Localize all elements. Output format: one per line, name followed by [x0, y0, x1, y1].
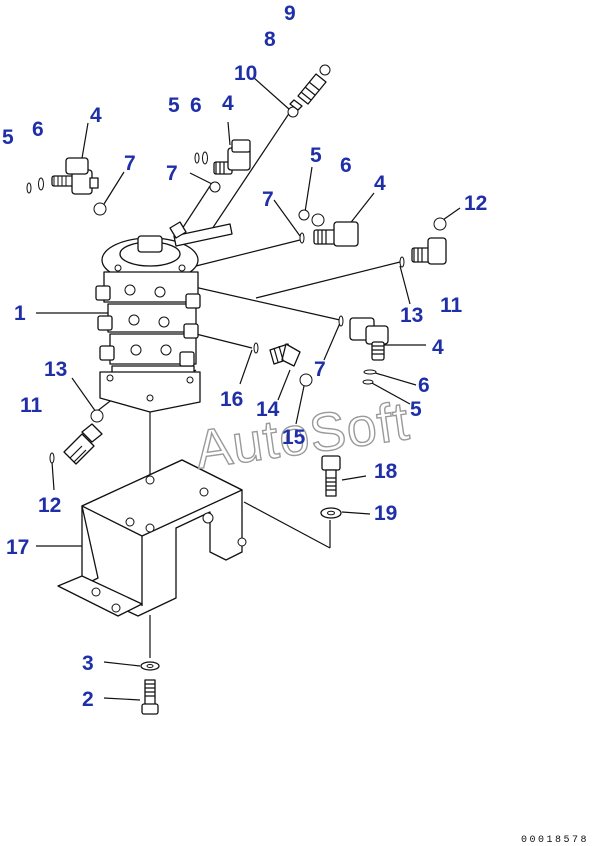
- callout-9: 9: [284, 2, 296, 25]
- callout-7c: 7: [262, 188, 274, 211]
- callout-16: 16: [220, 388, 243, 411]
- bracket-17-icon: [57, 459, 247, 617]
- elbow-fitting-4c-icon: [313, 221, 359, 247]
- callout-15: 15: [282, 426, 306, 449]
- nipple-8-icon: [289, 73, 327, 111]
- callout-4c: 4: [374, 172, 386, 195]
- oring-7c-icon: [299, 232, 305, 244]
- ball-12a-icon: [433, 217, 447, 231]
- valve-assembly-icon: [95, 221, 233, 413]
- oring-6b-icon: [202, 151, 208, 165]
- callout-14: 14: [256, 398, 280, 421]
- callout-4d: 4: [432, 336, 444, 359]
- ball-9-icon: [319, 64, 331, 76]
- callout-6b: 6: [190, 94, 202, 117]
- callout-7a: 7: [124, 152, 136, 175]
- callouts: 1 2 3 4 4 4 4 5 5 5 5 6 6 6 6 7 7 7 7 8 …: [2, 2, 487, 711]
- oring-13a-icon: [399, 256, 405, 268]
- document-number: 00018578: [521, 835, 589, 846]
- callout-5a: 5: [2, 126, 14, 149]
- callout-13a: 13: [400, 304, 423, 327]
- oring-5b-icon: [194, 152, 200, 164]
- callout-7d: 7: [314, 358, 326, 381]
- ball-7b-icon: [209, 181, 221, 193]
- callout-13b: 13: [44, 358, 67, 381]
- elbow-fitting-4b-icon: [213, 139, 251, 175]
- callout-4a: 4: [90, 104, 102, 127]
- elbow-fitting-11a-icon: [411, 237, 447, 265]
- oring-12b-icon: [49, 452, 55, 464]
- callout-6a: 6: [32, 118, 44, 141]
- ball-6c-icon: [311, 213, 325, 227]
- callout-8: 8: [264, 28, 276, 51]
- elbow-fitting-14-icon: [269, 343, 301, 367]
- fasteners: [140, 455, 342, 715]
- callout-11b: 11: [20, 394, 43, 417]
- callout-18: 18: [374, 460, 398, 483]
- ball-5c-icon: [298, 209, 310, 221]
- ball-13b-icon: [90, 409, 104, 423]
- bolt-18-icon: [321, 455, 341, 497]
- callout-6c: 6: [340, 154, 352, 177]
- ball-7a-icon: [93, 202, 107, 216]
- elbow-fitting-4a-icon: [51, 157, 99, 195]
- callout-5b: 5: [168, 94, 180, 117]
- callout-19: 19: [374, 502, 397, 525]
- oring-5d-icon: [362, 379, 374, 385]
- callout-10: 10: [234, 62, 257, 85]
- elbow-fitting-11b-icon: [63, 423, 103, 465]
- callout-4b: 4: [222, 92, 234, 115]
- oring-6d-icon: [363, 369, 377, 375]
- callout-1: 1: [14, 302, 26, 325]
- callout-12a: 12: [464, 192, 487, 215]
- callout-2: 2: [82, 688, 94, 711]
- ball-15-icon: [299, 373, 313, 387]
- callout-5c: 5: [310, 144, 322, 167]
- fittings: [51, 73, 447, 465]
- callout-5d: 5: [410, 398, 422, 421]
- callout-17: 17: [6, 536, 29, 559]
- callout-6d: 6: [418, 374, 430, 397]
- oring-7d-icon: [338, 315, 344, 327]
- oring-16-icon: [253, 342, 259, 354]
- elbow-fitting-4d-icon: [349, 317, 389, 361]
- bolt-2-icon: [141, 679, 159, 715]
- callout-12b: 12: [38, 494, 61, 517]
- callout-3: 3: [82, 652, 94, 675]
- oring-6-icon: [38, 177, 44, 191]
- callout-11a: 11: [440, 294, 463, 317]
- seals: [26, 64, 447, 464]
- callout-7b: 7: [166, 162, 178, 185]
- oring-5-icon: [26, 182, 32, 194]
